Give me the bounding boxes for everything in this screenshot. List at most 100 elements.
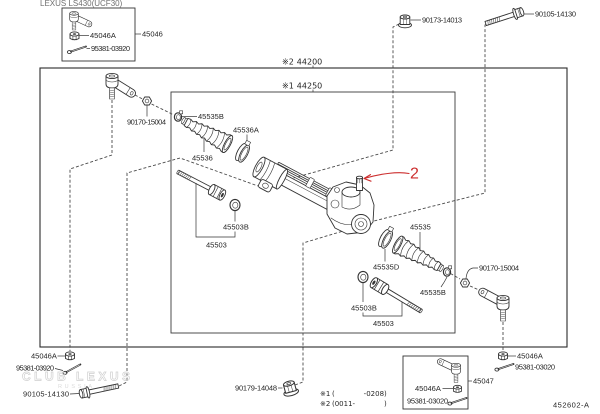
guide-line-tie-rod-rh <box>450 273 480 291</box>
callout-knuckle-cotter-pin-rh: 95381-03020 <box>515 363 555 372</box>
guide-line-tie-rod-lh <box>134 94 175 116</box>
callout-rack-end-washer-lh: 45503B <box>223 223 249 232</box>
callout-kit-tie-rod-end-lh: 45046 <box>142 30 163 39</box>
rack-end-washer-lh <box>229 198 241 212</box>
boot-clamp-lh <box>173 110 184 122</box>
callout-lock-nut-lh: 90170-15004 <box>127 118 166 127</box>
callout-boot-clamp-lh: 45535B <box>198 112 224 121</box>
callout-top-nut: 90173-14013 <box>422 16 462 25</box>
callout-rack-end-rh: 45503 <box>373 319 394 328</box>
callout-knuckle-cotter-pin-lh: 95381-03920 <box>16 364 54 373</box>
knuckle-castle-nut-rh <box>498 351 508 361</box>
callout-top-bolt: 90105-14130 <box>535 10 576 19</box>
pipe-fitting <box>330 199 340 209</box>
hand-annotation: 2 <box>363 166 419 183</box>
kit-cotter-pin-lh <box>66 45 87 55</box>
tie-rod-end-ball-joint <box>451 362 461 383</box>
callout-kit-cotter-pin-rh: 95381-03020 <box>407 397 448 406</box>
callout-boot-lh: 45536 <box>192 154 213 163</box>
callout-kit-castle-nut-rh: 45046A <box>415 384 441 393</box>
pipe-fitting <box>334 187 340 193</box>
callout-leader-lines <box>54 13 534 395</box>
gear-assembly-part-no: 44200 <box>297 58 322 67</box>
top-nut <box>398 14 412 29</box>
mount-nut <box>280 378 300 399</box>
cylinder-barrel-end <box>275 168 289 190</box>
kit-castle-nut-lh <box>69 31 80 41</box>
watermark-brand: CLUB LEXUS <box>22 370 130 384</box>
note-2-mark: ※2 <box>320 400 330 408</box>
right-mount-bushing-bore <box>358 221 364 227</box>
gear-assembly-frame <box>39 67 568 348</box>
kit-frame-rh <box>402 355 469 410</box>
note-1-mark: ※1 <box>320 390 330 398</box>
right-mount-bushing-inner <box>354 217 368 231</box>
rack-sub-assembly-part-no: 44250 <box>297 82 322 91</box>
callout-knuckle-nut-rh: 45046A <box>517 352 543 361</box>
rack-end-washer-rh <box>357 270 369 284</box>
top-bolt <box>483 5 526 30</box>
gear-assembly-mark: ※2 <box>282 58 294 67</box>
guide-line-mount-nut <box>294 228 351 386</box>
callout-mount-bolt-lh: 90105-14130 <box>23 390 69 399</box>
tie-rod-end-ball-joint <box>496 294 510 322</box>
guide-line-mount-bolt-lh <box>118 157 259 387</box>
leader-boot-clamp-rh <box>440 276 448 288</box>
cylinder-bore <box>255 161 263 173</box>
guide-line-top-bolt <box>369 21 491 223</box>
bracket-rack-end-lh <box>195 183 236 238</box>
kit-tie-rod-end-lh-drawing <box>69 11 94 31</box>
tie-rod-end-ball-joint <box>69 11 79 31</box>
kit-tie-rod-end-rh-drawing <box>436 357 461 383</box>
callout-kit-tie-rod-end-rh: 45047 <box>473 377 494 386</box>
figure-code: 452602-A <box>553 401 589 410</box>
left-mount-hole <box>262 182 269 189</box>
lock-nut-lh <box>141 96 153 106</box>
callout-boot-band-rh: 45535D <box>373 263 400 272</box>
leader-mount-bolt-lh <box>69 393 80 395</box>
tie-rod-end-rh-kit: 45046A 95381-03020 45047 <box>402 355 494 410</box>
exploded-view-guide-lines <box>69 21 504 387</box>
leader-lock-nut-rh <box>465 267 478 279</box>
callout-kit-castle-nut-lh: 45046A <box>90 31 116 40</box>
boot-band-lh <box>232 138 254 165</box>
knuckle-castle-nut-lh <box>65 351 75 361</box>
tie-rod-end-lh <box>105 72 138 100</box>
lock-nut-rh <box>459 278 471 288</box>
steering-gear-housing <box>252 156 375 235</box>
note-1-range: ( -0208) <box>332 390 387 398</box>
pinion-shaft-end <box>356 175 363 180</box>
callout-boot-rh: 45535 <box>410 223 431 232</box>
callout-mount-nut: 90179-14048 <box>235 384 277 393</box>
rack-end-rh <box>368 275 426 317</box>
tie-rod-end-ball-joint <box>105 72 119 100</box>
kit-frame-lh <box>61 7 136 62</box>
rack-end-lh <box>174 166 228 202</box>
annotation-arrow <box>363 172 410 182</box>
catalog-header-title: LEXUS LS430(UCF30) <box>40 0 123 8</box>
bracket-rack-end-rh <box>362 302 403 317</box>
leader-knuckle-cotter-pin-lh <box>54 368 64 371</box>
rack-sub-assembly-mark: ※1 <box>282 82 294 91</box>
callout-kit-cotter-pin-lh: 95381-03920 <box>91 44 130 53</box>
callout-knuckle-nut-lh: 45046A <box>31 352 57 361</box>
production-notes: ※1 ( -0208) ※2 (0011- ) <box>320 390 387 408</box>
callout-boot-band-lh: 45536A <box>233 126 259 135</box>
boot-clamp-rh <box>442 265 453 277</box>
part-number-callouts: 90173-14013 90105-14130 90170-15004 4553… <box>16 10 576 399</box>
callout-boot-clamp-rh: 45535B <box>420 288 446 297</box>
kit-castle-nut-rh <box>453 384 462 393</box>
valve-body-detail <box>341 191 361 210</box>
tie-rod-end-rh <box>476 286 510 322</box>
note-2-range: (0011- ) <box>332 400 387 408</box>
annotation-label: 2 <box>410 166 419 183</box>
kit-cotter-pin-rh <box>446 397 468 407</box>
tie-rod-end-lh-kit: 45046A 95381-03920 45046 <box>61 7 163 62</box>
knuckle-cotter-pin-rh <box>493 363 515 373</box>
guide-line-knuckle-lh <box>69 100 113 351</box>
